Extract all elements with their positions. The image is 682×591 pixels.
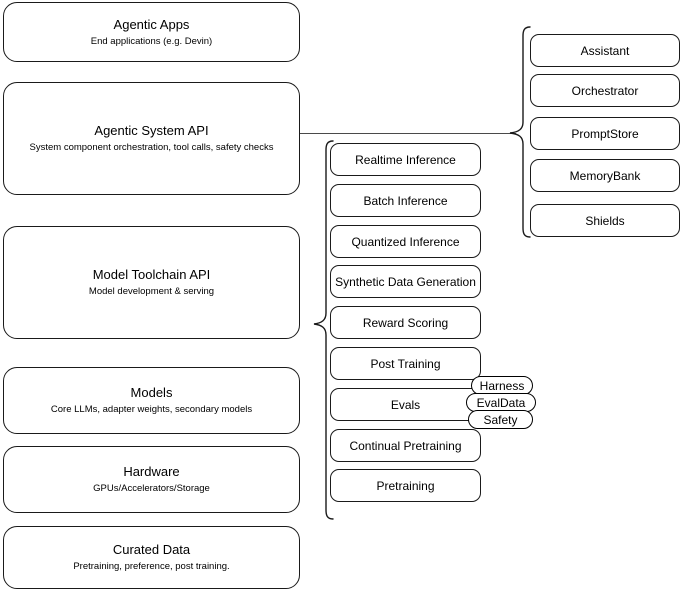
layer-subtitle: End applications (e.g. Devin) — [90, 35, 213, 47]
brace-system-items — [508, 26, 532, 238]
system-item-shields[interactable]: Shields — [530, 204, 680, 237]
layer-subtitle: Model development & serving — [88, 286, 215, 297]
layer-title: Model Toolchain API — [92, 267, 211, 282]
toolchain-item-label: Realtime Inference — [355, 152, 456, 167]
system-item-label: Orchestrator — [571, 83, 639, 98]
layer-subtitle: Core LLMs, adapter weights, secondary mo… — [50, 404, 253, 415]
toolchain-item-label: Evals — [390, 397, 421, 412]
system-item-label: Shields — [585, 213, 625, 228]
evals-badge-safety[interactable]: Safety — [468, 410, 533, 429]
brace-toolchain-items — [313, 140, 335, 520]
toolchain-item-synthetic-data-generation[interactable]: Synthetic Data Generation — [330, 265, 481, 298]
layer-title: Agentic Apps — [113, 16, 190, 32]
stack-layer-hardware[interactable]: Hardware GPUs/Accelerators/Storage — [3, 446, 300, 513]
toolchain-item-batch-inference[interactable]: Batch Inference — [330, 184, 481, 217]
toolchain-item-post-training[interactable]: Post Training — [330, 347, 481, 380]
toolchain-item-label: Pretraining — [376, 478, 435, 493]
stack-layer-model-toolchain-api[interactable]: Model Toolchain API Model development & … — [3, 226, 300, 339]
stack-layer-curated-data[interactable]: Curated Data Pretraining, preference, po… — [3, 526, 300, 589]
stack-layer-agentic-system-api[interactable]: Agentic System API System component orch… — [3, 82, 300, 195]
toolchain-item-quantized-inference[interactable]: Quantized Inference — [330, 225, 481, 258]
toolchain-item-realtime-inference[interactable]: Realtime Inference — [330, 143, 481, 176]
system-item-promptstore[interactable]: PromptStore — [530, 117, 680, 150]
layer-title: Agentic System API — [94, 123, 209, 138]
toolchain-item-reward-scoring[interactable]: Reward Scoring — [330, 306, 481, 339]
layer-title: Hardware — [123, 464, 180, 479]
toolchain-item-label: Continual Pretraining — [349, 438, 462, 453]
evals-badge-evaldata[interactable]: EvalData — [466, 393, 536, 412]
system-item-assistant[interactable]: Assistant — [530, 34, 680, 67]
system-item-label: PromptStore — [571, 126, 639, 141]
toolchain-item-label: Quantized Inference — [351, 234, 460, 249]
connector-agentic-system-api-to-system-items — [300, 133, 516, 134]
system-item-memorybank[interactable]: MemoryBank — [530, 159, 680, 192]
stack-layer-models[interactable]: Models Core LLMs, adapter weights, secon… — [3, 367, 300, 434]
system-item-label: MemoryBank — [569, 168, 641, 183]
toolchain-item-label: Post Training — [370, 356, 441, 371]
toolchain-item-label: Reward Scoring — [362, 315, 449, 330]
toolchain-item-label: Batch Inference — [363, 193, 448, 208]
stack-layer-agentic-apps[interactable]: Agentic Apps End applications (e.g. Devi… — [3, 2, 300, 62]
layer-subtitle: GPUs/Accelerators/Storage — [93, 483, 210, 494]
system-item-orchestrator[interactable]: Orchestrator — [530, 74, 680, 107]
toolchain-item-pretraining[interactable]: Pretraining — [330, 469, 481, 502]
toolchain-item-label: Synthetic Data Generation — [335, 274, 476, 289]
layer-title: Curated Data — [112, 542, 191, 557]
layer-title: Models — [130, 385, 173, 400]
toolchain-item-continual-pretraining[interactable]: Continual Pretraining — [330, 429, 481, 462]
layer-subtitle: System component orchestration, tool cal… — [29, 142, 274, 153]
toolchain-item-evals[interactable]: Evals — [330, 388, 481, 421]
layer-subtitle: Pretraining, preference, post training. — [73, 561, 230, 572]
system-item-label: Assistant — [580, 43, 630, 58]
